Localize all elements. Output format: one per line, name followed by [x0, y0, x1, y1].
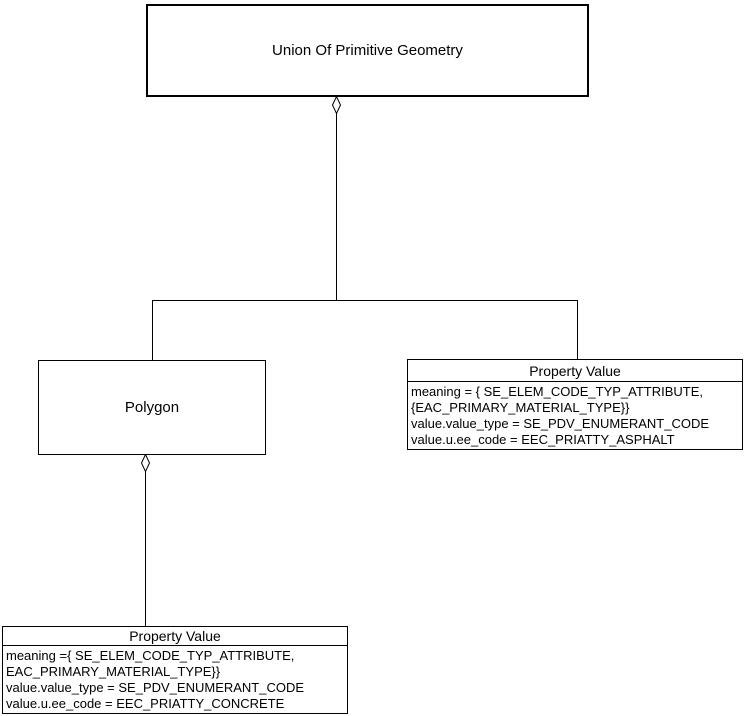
class-title: Polygon: [124, 399, 180, 416]
aggregation-diamond-icon: [332, 96, 341, 114]
connector-line-polygon-stem: [145, 471, 146, 626]
class-node-union-of-primitive-geometry[interactable]: Union Of Primitive Geometry: [146, 4, 589, 97]
attribute-compartment: meaning ={ SE_ELEM_CODE_TYP_ATTRIBUTE, E…: [3, 646, 347, 712]
connector-line-branch-right: [577, 301, 578, 359]
connector-line-union-stem: [336, 113, 337, 300]
class-attribute: meaning = { SE_ELEM_CODE_TYP_ATTRIBUTE,: [411, 384, 704, 399]
class-attribute: {EAC_PRIMARY_MATERIAL_TYPE}}: [411, 400, 630, 415]
class-node-polygon[interactable]: Polygon: [38, 360, 266, 455]
class-attribute: value.value_type = SE_PDV_ENUMERANT_CODE: [6, 680, 305, 695]
class-attribute: value.u.ee_code = EEC_PRIATTY_CONCRETE: [6, 696, 285, 711]
class-attribute: value.value_type = SE_PDV_ENUMERANT_CODE: [411, 416, 710, 431]
connector-line-branch-left: [152, 301, 153, 360]
class-attribute: meaning ={ SE_ELEM_CODE_TYP_ATTRIBUTE,: [6, 648, 295, 663]
class-attribute: value.u.ee_code = EEC_PRIATTY_ASPHALT: [411, 432, 675, 447]
connector-line-branch: [152, 300, 578, 301]
aggregation-diamond-icon: [141, 454, 150, 472]
class-title: Property Value: [3, 627, 347, 646]
class-attribute: EAC_PRIMARY_MATERIAL_TYPE}}: [6, 664, 221, 679]
class-title: Property Value: [408, 360, 742, 382]
class-node-property-value-asphalt[interactable]: Property Value meaning = { SE_ELEM_CODE_…: [407, 359, 743, 450]
attribute-compartment: meaning = { SE_ELEM_CODE_TYP_ATTRIBUTE, …: [408, 382, 742, 448]
class-node-property-value-concrete[interactable]: Property Value meaning ={ SE_ELEM_CODE_T…: [2, 626, 348, 714]
class-title: Union Of Primitive Geometry: [272, 42, 463, 59]
